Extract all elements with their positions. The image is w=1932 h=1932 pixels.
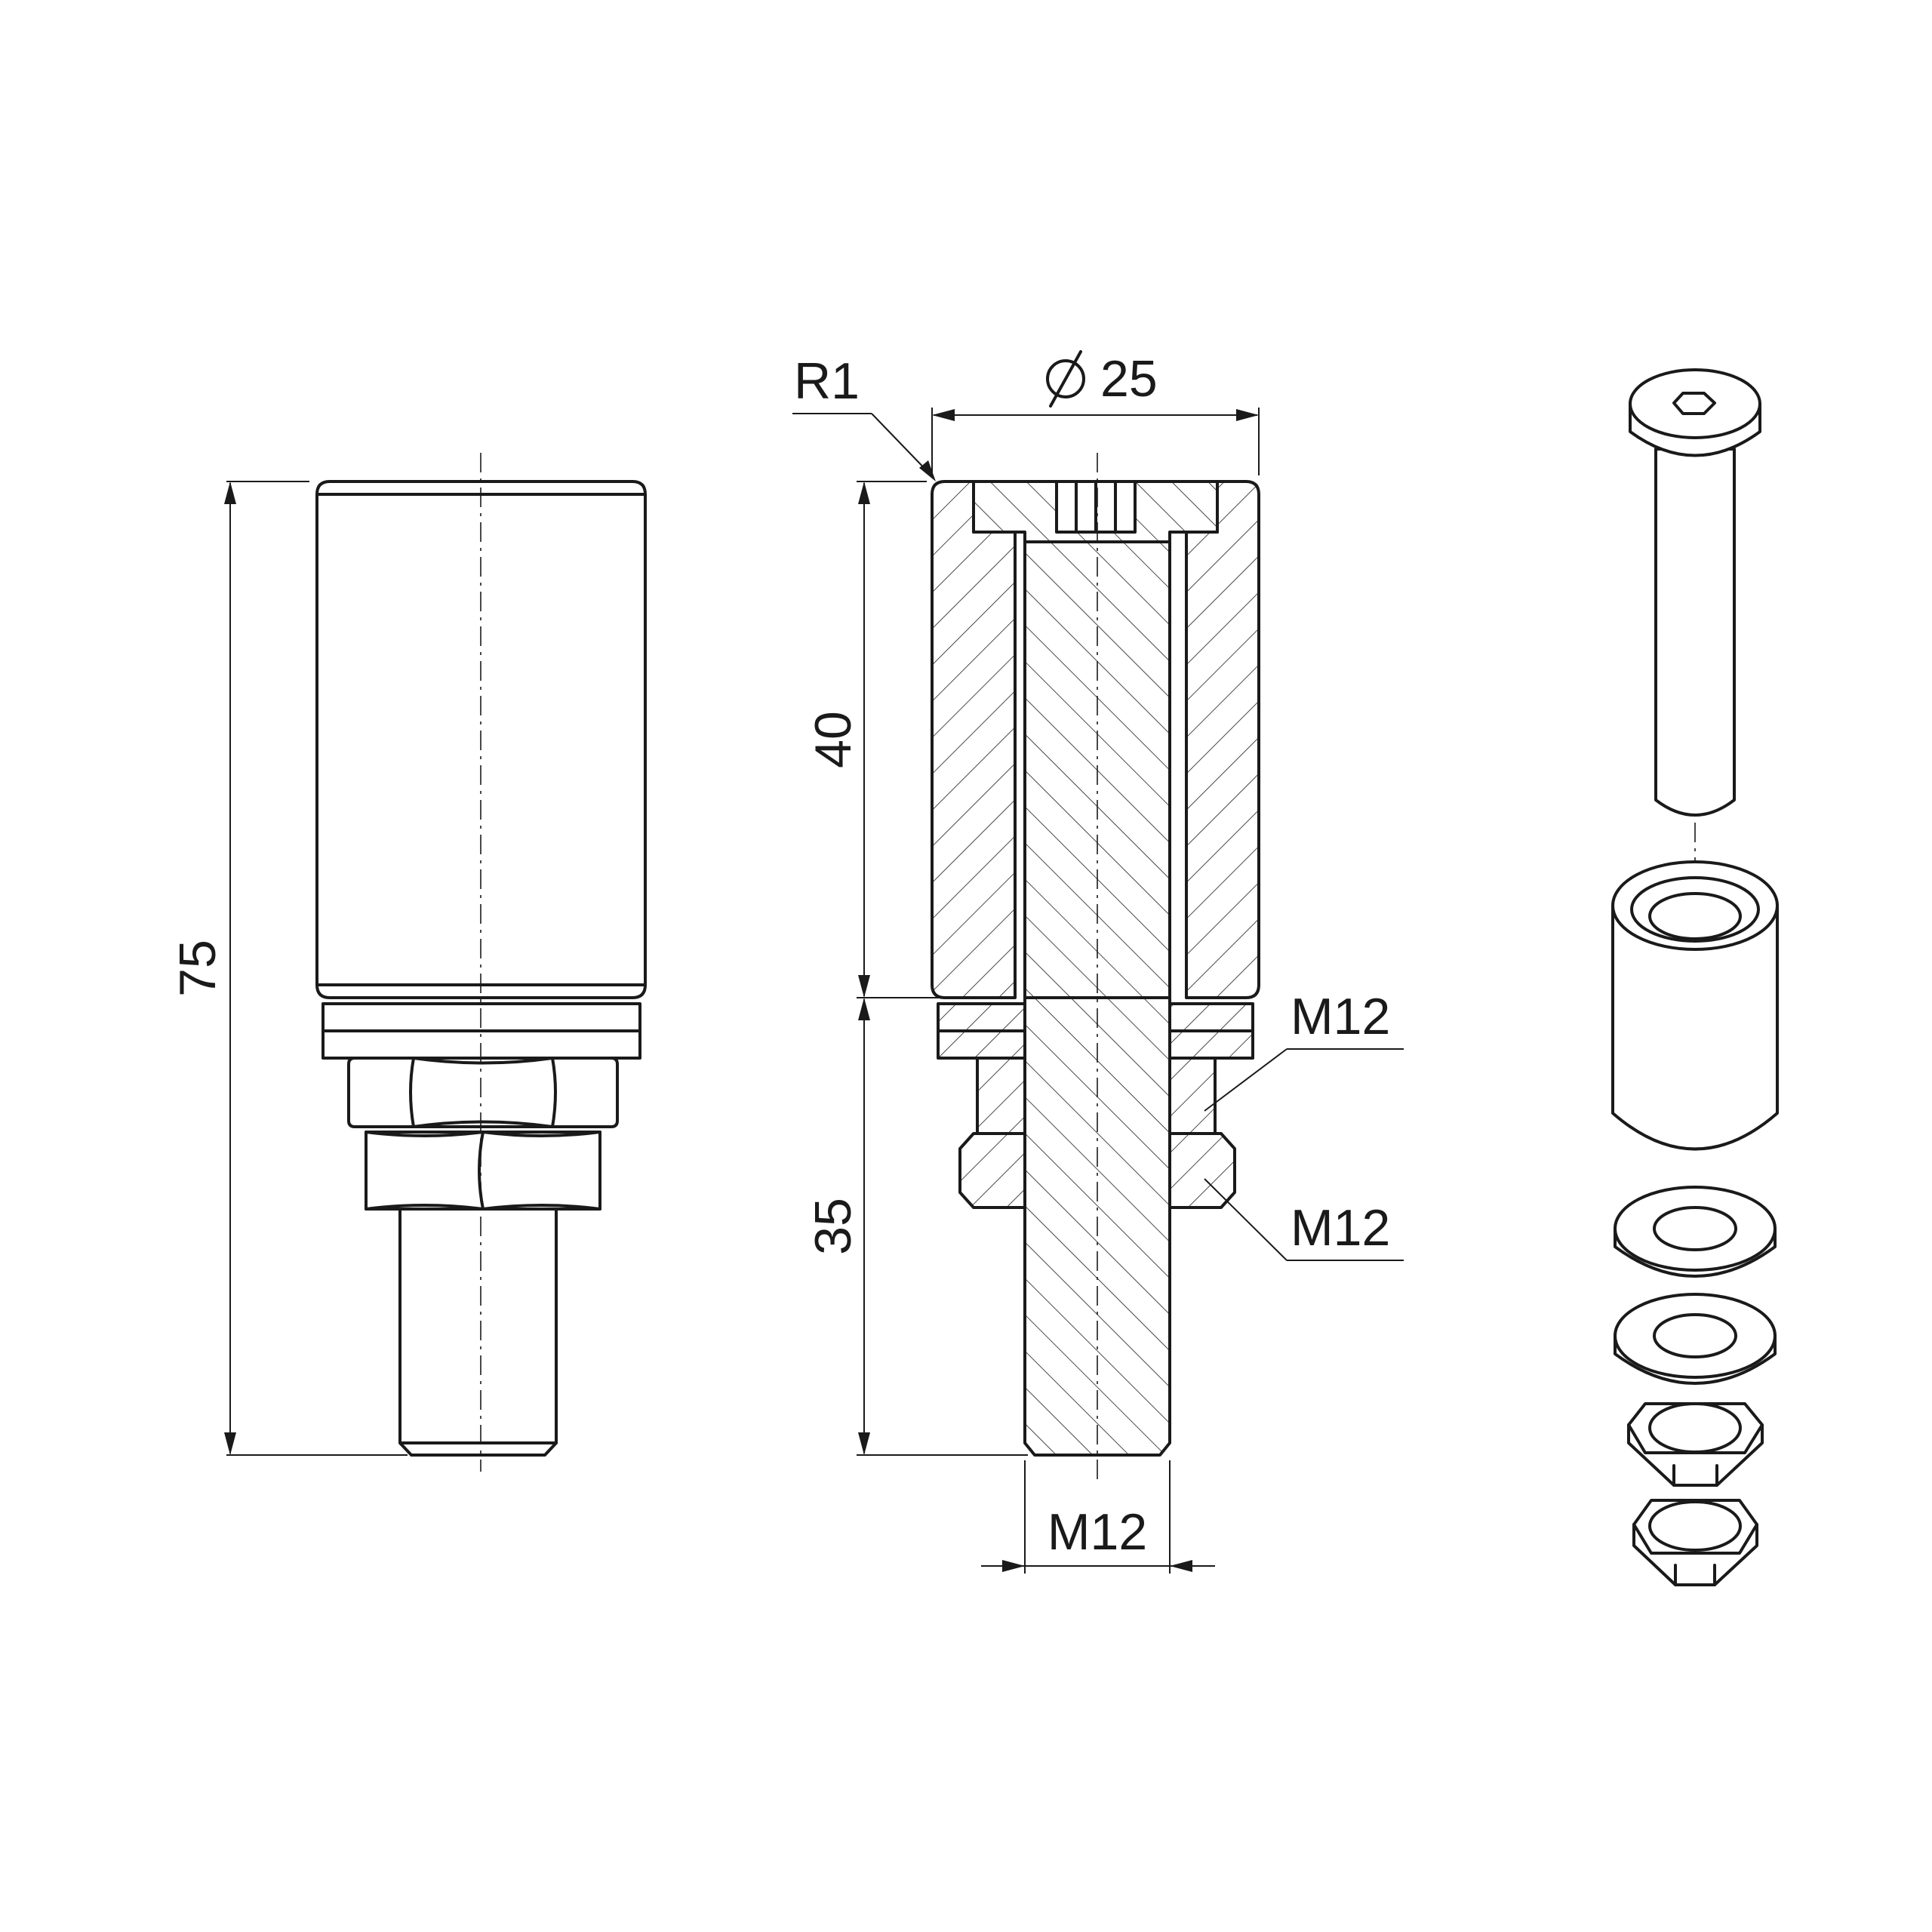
sleeve-left-wall [931, 480, 1017, 999]
screw-shank [1654, 448, 1736, 817]
hex-nut-1-face [1627, 1402, 1764, 1454]
leader-m12-upper [1204, 1048, 1287, 1112]
dim-overall-height: 75 [169, 940, 226, 997]
leader-m12-lower [1204, 1178, 1287, 1261]
hex-socket-icon [1672, 392, 1716, 415]
dim-nut-thread-lower: M12 [1291, 1199, 1390, 1257]
washer-upper-right [1168, 1002, 1254, 1032]
screw-head-top [1629, 368, 1761, 439]
arrow-left-icon [1170, 1560, 1192, 1572]
nut-lower-left [958, 1132, 1026, 1209]
washer-2-face [1614, 1293, 1777, 1379]
hex-nut-upper-arcs [412, 1057, 554, 1128]
arrow-left-icon [932, 409, 955, 421]
arrow-right-icon [1002, 1560, 1025, 1572]
washer-1-hole [1653, 1206, 1737, 1251]
arrow-up-icon [858, 998, 870, 1020]
hex-nut-upper [347, 1057, 619, 1128]
hex-nut-2-bore [1648, 1500, 1742, 1552]
bushing-body [1611, 904, 1779, 1151]
arrow-up-icon [224, 481, 236, 504]
arrow-down-icon [858, 975, 870, 998]
washer-upper-left [937, 1002, 1026, 1032]
bushing-bore [1648, 892, 1742, 940]
hex-nut-lower [365, 1131, 601, 1211]
bushing-top [1611, 860, 1779, 951]
bushing [1611, 860, 1779, 1151]
washer-lower-left [937, 1029, 1026, 1060]
diameter-symbol-icon [1046, 350, 1085, 408]
washer-1 [1614, 1186, 1777, 1278]
nut-upper-right [1168, 1057, 1217, 1135]
threaded-stud [398, 1208, 558, 1457]
washer-1-face [1614, 1186, 1777, 1272]
arrow-down-icon [858, 1432, 870, 1455]
washer-lower [321, 1029, 641, 1060]
dim-radius: R1 [794, 352, 860, 410]
hex-nut-1-bore [1648, 1402, 1742, 1454]
section-view: 25 R1 40 35 M12 M12 M12 [792, 350, 1404, 1574]
cap-screw [1629, 368, 1761, 817]
washer-2 [1614, 1293, 1777, 1385]
hex-nut-lower-facets [478, 1131, 485, 1211]
exploded-view [1611, 368, 1779, 1586]
nut-upper-left [976, 1057, 1026, 1135]
hex-nut-1 [1627, 1402, 1764, 1487]
dim-upper-height: 40 [804, 711, 862, 768]
radius-arrow-icon [919, 460, 936, 481]
arrow-up-icon [858, 481, 870, 504]
arrow-right-icon [1236, 409, 1259, 421]
washer-2-hole [1653, 1313, 1737, 1358]
hex-nut-2-face [1632, 1499, 1758, 1555]
nut-lower-right [1168, 1132, 1236, 1209]
dim-lower-height: 35 [804, 1198, 862, 1255]
washer-lower-right [1168, 1029, 1254, 1060]
hex-nut-upper-facets [409, 1057, 557, 1128]
hex-nut-2 [1632, 1499, 1758, 1586]
arrow-down-icon [224, 1432, 236, 1455]
washer-upper [321, 1002, 641, 1032]
sleeve-right-wall [1185, 480, 1260, 999]
dim-nut-thread-upper: M12 [1291, 988, 1390, 1045]
dim-shaft-thread: M12 [1048, 1503, 1147, 1561]
dim-diameter: 25 [1100, 350, 1158, 408]
bushing-inner-rim [1630, 876, 1760, 943]
side-view: 75 [169, 453, 647, 1472]
